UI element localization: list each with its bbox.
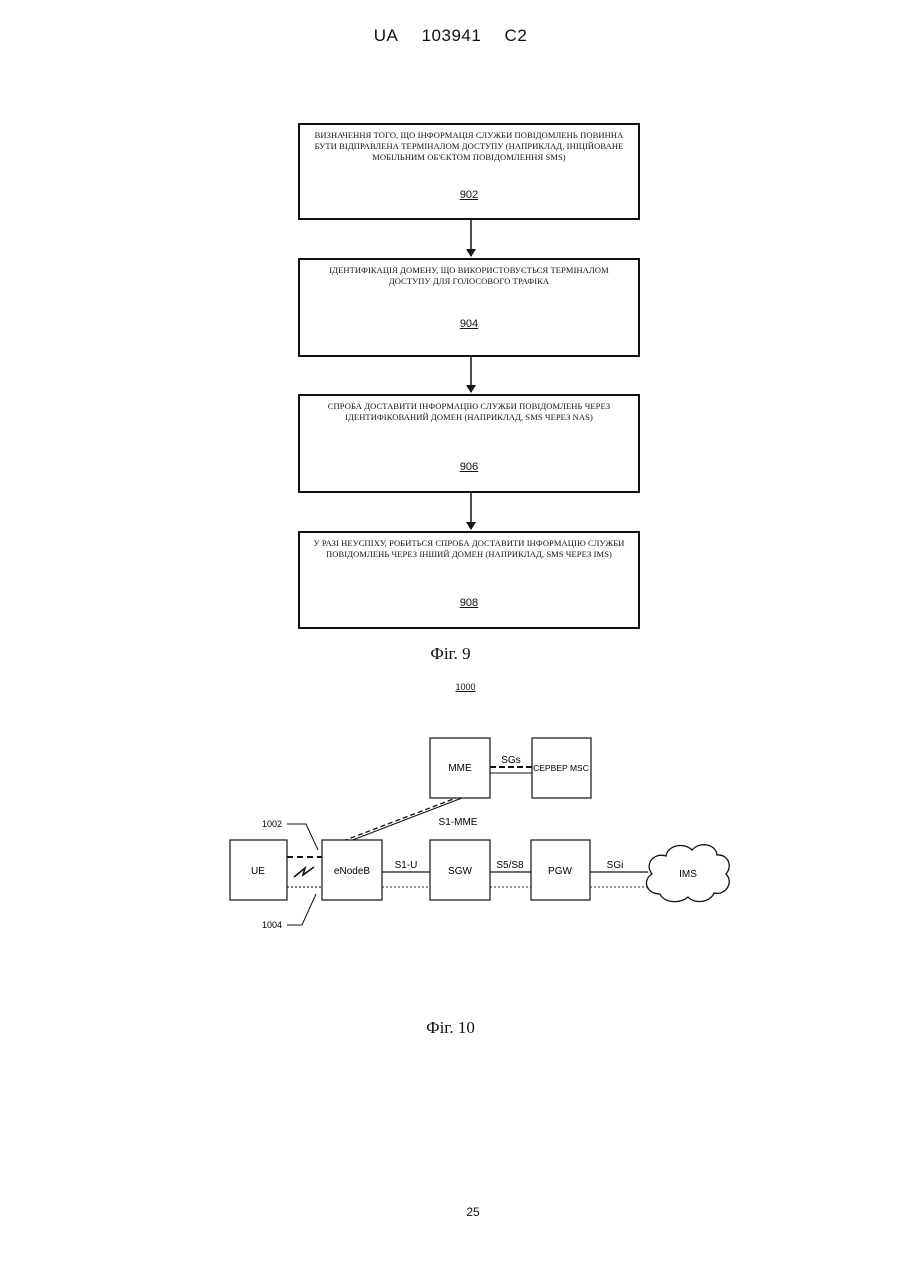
- link-sgi-label: SGi: [607, 860, 624, 871]
- node-enodeb-label: eNodeB: [334, 866, 370, 877]
- node-mme-label: MME: [448, 763, 472, 774]
- figure-9-caption: Фіг. 9: [0, 644, 901, 664]
- wireless-bolt-icon: [294, 867, 314, 877]
- node-ue-label: UE: [251, 866, 265, 877]
- step-ref: 908: [300, 597, 638, 609]
- step-ref: 906: [300, 461, 638, 473]
- figure-10-ref: 1000: [0, 682, 901, 692]
- node-pgw-label: PGW: [548, 866, 572, 877]
- link-s1mme-label: S1-MME: [439, 817, 478, 828]
- step-text: Ідентифікація домену, що використовуєтьс…: [308, 265, 630, 287]
- flow-step-904: Ідентифікація домену, що використовуєтьс…: [298, 258, 640, 357]
- step-text: У разі неуспіху, робиться спроба достави…: [308, 538, 630, 560]
- flow-step-908: У разі неуспіху, робиться спроба достави…: [298, 531, 640, 629]
- callout-1004: 1004: [262, 920, 282, 930]
- node-sgw-label: SGW: [448, 866, 472, 877]
- callout-1004-leader: [287, 894, 316, 925]
- page-number: 25: [0, 1205, 901, 1219]
- step-ref: 902: [300, 189, 638, 201]
- node-msc-label: СЕРВЕР MSC: [533, 763, 589, 773]
- step-text: Спроба доставити інформацію служби повід…: [308, 401, 630, 423]
- link-sgs-label: SGs: [501, 755, 520, 766]
- node-ims-label: IMS: [679, 869, 697, 880]
- flow-step-902: Визначення того, що інформація служби по…: [298, 123, 640, 220]
- flow-step-906: Спроба доставити інформацію служби повід…: [298, 394, 640, 493]
- network-diagram: UE eNodeB SGW PGW MME СЕРВЕР MSC IMS SGs…: [0, 700, 901, 960]
- step-ref: 904: [300, 318, 638, 330]
- link-s5s8-label: S5/S8: [496, 860, 524, 871]
- link-s1u-label: S1-U: [395, 860, 418, 871]
- step-text: Визначення того, що інформація служби по…: [308, 130, 630, 163]
- figure-10-caption: Фіг. 10: [0, 1018, 901, 1038]
- callout-1002: 1002: [262, 819, 282, 829]
- callout-1002-leader: [287, 824, 318, 850]
